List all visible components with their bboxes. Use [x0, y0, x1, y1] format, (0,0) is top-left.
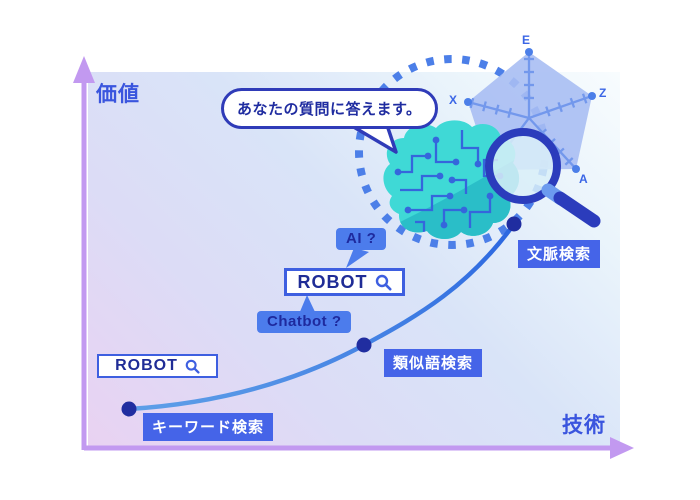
- magnifier-lens: [492, 135, 554, 197]
- ai-callout-tail: [346, 248, 369, 268]
- stage-label-keyword: キーワード検索: [143, 413, 274, 441]
- speech-bubble: あなたの質問に答えます。: [221, 88, 438, 129]
- radar-label-a: A: [579, 172, 588, 186]
- magnifier-ring: [485, 128, 561, 204]
- radar-vertex-z: [588, 92, 596, 100]
- ai-callout-text: AI ?: [346, 230, 377, 247]
- curve-point-similar: [356, 337, 372, 353]
- radar-axis-x: [467, 97, 530, 120]
- stage-label-context: 文脈検索: [518, 240, 601, 268]
- y-axis-arrow: [73, 56, 95, 83]
- x-axis-label: 技術: [562, 414, 606, 437]
- chatbot-callout-tail: [299, 295, 316, 314]
- radar-axis-e: [524, 52, 534, 118]
- magnifier-illustration: [485, 128, 601, 228]
- curve-point-keyword: [121, 401, 137, 417]
- radar-vertex-e: [525, 48, 533, 56]
- search-box-small: ROBOT: [97, 354, 218, 378]
- speech-bubble-text: あなたの質問に答えます。: [237, 101, 422, 118]
- magnifier-handle: [553, 191, 601, 228]
- search-box-small-query: ROBOT: [115, 357, 178, 374]
- ai-callout: AI ?: [336, 228, 387, 250]
- radar-vertex-a: [572, 165, 580, 173]
- chatbot-callout: Chatbot ?: [257, 311, 352, 333]
- axes: [73, 56, 634, 459]
- radar-label-z: Z: [599, 86, 607, 100]
- y-axis-label: 価値: [96, 83, 140, 106]
- x-axis-arrow: [610, 437, 634, 459]
- radar-vertex-x: [464, 98, 472, 106]
- search-icon: [185, 359, 200, 374]
- radar-label-e: E: [522, 33, 531, 47]
- search-box-large-query: ROBOT: [297, 271, 368, 292]
- search-box-large: ROBOT: [284, 268, 405, 296]
- chatbot-callout-text: Chatbot ?: [267, 313, 342, 330]
- radar-axis-z: [528, 93, 592, 120]
- search-icon: [375, 274, 391, 290]
- curve-point-context: [506, 216, 522, 232]
- radar-label-x: X: [449, 93, 458, 107]
- stage-label-similar: 類似語検索: [384, 349, 483, 377]
